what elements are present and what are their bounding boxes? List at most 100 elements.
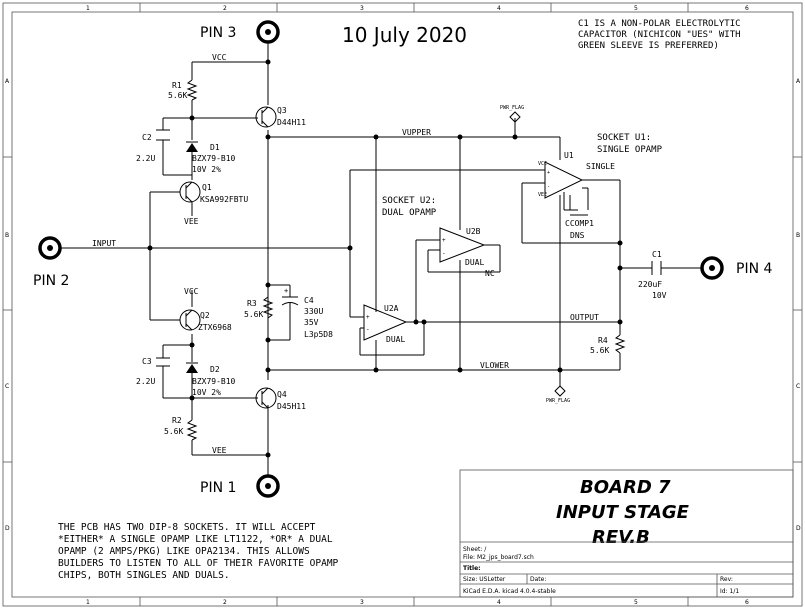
pcb-note: THE PCB HAS TWO DIP-8 SOCKETS. IT WILL A… bbox=[58, 522, 339, 581]
c4-polarity: + bbox=[284, 287, 288, 295]
c2-ref: C2 bbox=[142, 133, 152, 142]
transistor-q2[interactable]: Q2 ZTX6968 bbox=[179, 309, 232, 332]
pin2-label: PIN 2 bbox=[33, 273, 69, 289]
u2b-minus: - bbox=[442, 250, 446, 257]
resistor-r4[interactable]: R4 5.6K bbox=[590, 334, 626, 355]
output-net-label: OUTPUT bbox=[570, 313, 599, 322]
r3-ref: R3 bbox=[247, 299, 257, 308]
pin3-connector[interactable]: PIN 3 bbox=[200, 20, 280, 44]
tb-title: Title: bbox=[463, 565, 481, 572]
resistor-r3[interactable]: R3 5.6K bbox=[244, 296, 274, 319]
transistor-q1[interactable]: Q1 KSA992FBTU bbox=[179, 181, 248, 204]
vcc-label-mid: VCC bbox=[184, 287, 199, 296]
pin1-connector[interactable]: PIN 1 bbox=[200, 474, 280, 498]
zener-d1[interactable]: D1 BZX79-B10 10V 2% bbox=[186, 141, 236, 174]
col-label: 1 bbox=[86, 5, 90, 12]
r4-ref: R4 bbox=[598, 336, 608, 345]
capacitor-ccomp1[interactable]: CCOMP1 DNS bbox=[564, 209, 594, 240]
note-line: *EITHER* A SINGLE OPAMP LIKE LT1122, *OR… bbox=[58, 534, 333, 545]
pwr-flag-label: PWR_FLAG bbox=[500, 105, 524, 111]
pin1-label: PIN 1 bbox=[200, 480, 236, 496]
col-label: 4 bbox=[497, 599, 501, 606]
c1-voltage: 10V bbox=[652, 291, 667, 300]
c3-ref: C3 bbox=[142, 357, 152, 366]
note-line: GREEN SLEEVE IS PREFERRED) bbox=[578, 41, 719, 51]
col-label: 2 bbox=[223, 599, 227, 606]
ccomp1-value: DNS bbox=[570, 231, 585, 240]
socket-u2-desc: DUAL OPAMP bbox=[382, 208, 437, 218]
note-line: BUILDERS TO LISTEN TO ALL OF THEIR FAVOR… bbox=[58, 558, 339, 569]
pin4-label: PIN 4 bbox=[736, 261, 772, 277]
capacitor-c1[interactable]: C1 220uF 10V bbox=[638, 250, 667, 300]
col-label: 2 bbox=[223, 5, 227, 12]
tb-size: Size: USLetter bbox=[463, 576, 506, 583]
pwr-flag-lower[interactable]: PWR_FLAG bbox=[546, 385, 570, 404]
socket-u1-desc: SINGLE OPAMP bbox=[597, 145, 663, 155]
col-label: 5 bbox=[634, 5, 638, 12]
pin3-label: PIN 3 bbox=[200, 25, 236, 41]
input-net-label: INPUT bbox=[92, 239, 116, 248]
u2a-minus: - bbox=[366, 326, 370, 333]
u1-vcc-pin: VCC bbox=[538, 161, 547, 167]
d1-rating: 10V 2% bbox=[192, 165, 221, 174]
transistor-q4[interactable]: Q4 D45H11 bbox=[255, 387, 306, 411]
note-line: C1 IS A NON-POLAR ELECTROLYTIC bbox=[578, 19, 741, 29]
border-labels: 1 2 3 4 5 6 1 2 3 4 5 6 A B C D A B C D bbox=[5, 5, 801, 606]
q4-part: D45H11 bbox=[277, 402, 306, 411]
opamp-u2a[interactable]: U2A DUAL + - bbox=[363, 304, 408, 344]
col-label: 5 bbox=[634, 599, 638, 606]
c3-value: 2.2U bbox=[136, 377, 155, 386]
vupper-net-label: VUPPER bbox=[402, 128, 431, 137]
note-line: THE PCB HAS TWO DIP-8 SOCKETS. IT WILL A… bbox=[58, 522, 316, 533]
u2a-ref: U2A bbox=[384, 304, 399, 313]
c4-footprint: L3p5D8 bbox=[304, 330, 333, 339]
pin2-connector[interactable]: PIN 2 bbox=[33, 236, 69, 289]
tb-sheet: Sheet: / bbox=[463, 546, 487, 553]
schematic-date: 10 July 2020 bbox=[342, 23, 467, 47]
inner-border bbox=[11, 11, 794, 598]
c2-value: 2.2U bbox=[136, 154, 155, 163]
col-label: 3 bbox=[360, 5, 364, 12]
pwr-flag-upper[interactable]: PWR_FLAG bbox=[500, 105, 524, 123]
board-revision: REV.B bbox=[592, 527, 650, 548]
row-label: C bbox=[796, 383, 800, 390]
capacitor-c4[interactable]: + C4 330U 35V L3p5D8 bbox=[281, 287, 333, 339]
zener-d2[interactable]: D2 BZX79-B10 10V 2% bbox=[186, 362, 236, 397]
tb-kicad: KiCad E.D.A. kicad 4.0.4-stable bbox=[463, 588, 556, 595]
q3-ref: Q3 bbox=[277, 106, 287, 115]
resistor-r2[interactable]: R2 5.6K bbox=[164, 416, 198, 441]
d1-ref: D1 bbox=[210, 143, 220, 152]
row-label: A bbox=[796, 78, 801, 85]
vlower-net-label: VLOWER bbox=[480, 361, 509, 370]
u2b-plus: + bbox=[442, 237, 446, 244]
opamp-u2b[interactable]: U2B DUAL NC + - bbox=[439, 227, 495, 278]
board-name: BOARD 7 bbox=[580, 477, 671, 498]
vee-label-bottom: VEE bbox=[212, 446, 227, 455]
note-line: CHIPS, BOTH SINGLES AND DUALS. bbox=[58, 570, 230, 581]
col-label: 6 bbox=[745, 5, 749, 12]
note-line: OPAMP (2 AMPS/PKG) LIKE OPA2134. THIS AL… bbox=[58, 546, 310, 557]
d2-rating: 10V 2% bbox=[192, 388, 221, 397]
u1-ref: U1 bbox=[564, 151, 574, 160]
opamp-u1[interactable]: U1 SINGLE + - bbox=[544, 151, 615, 199]
pin4-connector[interactable]: PIN 4 bbox=[700, 256, 772, 280]
u1-plus: + bbox=[547, 170, 550, 176]
vee-label-mid: VEE bbox=[184, 217, 199, 226]
u1-minus: - bbox=[547, 184, 550, 190]
c4-voltage: 35V bbox=[304, 318, 319, 327]
board-stage: INPUT STAGE bbox=[556, 502, 690, 523]
r1-ref: R1 bbox=[172, 81, 182, 90]
u2a-type: DUAL bbox=[386, 335, 405, 344]
transistor-q3[interactable]: Q3 D44H11 bbox=[255, 106, 306, 128]
resistor-r1[interactable]: R1 5.6K bbox=[168, 79, 198, 101]
capacitor-c2[interactable]: C2 2.2U bbox=[136, 129, 170, 163]
capacitor-c3[interactable]: C3 2.2U bbox=[136, 357, 170, 386]
tb-rev: Rev: bbox=[720, 576, 733, 583]
junctions bbox=[147, 59, 623, 458]
q1-part: KSA992FBTU bbox=[200, 195, 248, 204]
u1-vee-pin: VEE bbox=[538, 192, 547, 198]
r4-value: 5.6K bbox=[590, 346, 609, 355]
q4-ref: Q4 bbox=[277, 390, 287, 399]
